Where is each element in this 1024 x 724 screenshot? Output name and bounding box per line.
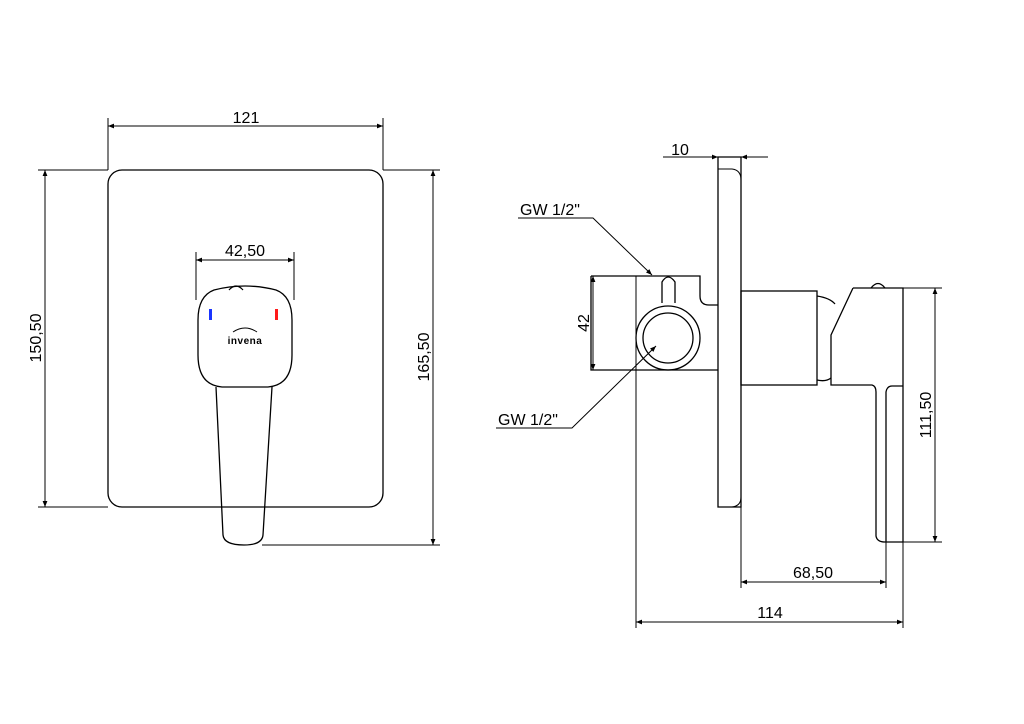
dim-plate: 10 bbox=[671, 142, 689, 159]
hot-indicator bbox=[275, 309, 278, 320]
dim-total-depth: 114 bbox=[757, 605, 783, 622]
dim-inlet-height: 42 bbox=[576, 314, 593, 332]
thread-label-top: GW 1/2" bbox=[520, 202, 580, 219]
handle-front: invena bbox=[197, 285, 293, 546]
plate-side bbox=[717, 156, 742, 508]
side-view: 10 42 111,50 68,50 114 GW 1/2" GW 1/2" bbox=[496, 142, 942, 628]
inlet-inner bbox=[642, 312, 694, 364]
dim-height: 150,50 bbox=[28, 313, 45, 362]
dim-lever-depth: 68,50 bbox=[793, 565, 833, 582]
front-view: invena 121 42,50 150,50 165,50 bbox=[28, 110, 440, 546]
dim-lever-height: 111,50 bbox=[918, 392, 935, 439]
cover-plate bbox=[107, 169, 384, 508]
cold-indicator bbox=[209, 309, 212, 320]
dim-handle-width: 42,50 bbox=[225, 243, 265, 260]
dim-total-height: 165,50 bbox=[416, 332, 433, 381]
cartridge-body bbox=[740, 290, 818, 386]
valve-body bbox=[590, 275, 718, 371]
dim-width: 121 bbox=[233, 110, 260, 127]
brand-logo: invena bbox=[228, 336, 263, 347]
thread-label-bottom: GW 1/2" bbox=[498, 412, 558, 429]
lever-side bbox=[830, 287, 904, 543]
inlet-outer bbox=[635, 305, 701, 371]
